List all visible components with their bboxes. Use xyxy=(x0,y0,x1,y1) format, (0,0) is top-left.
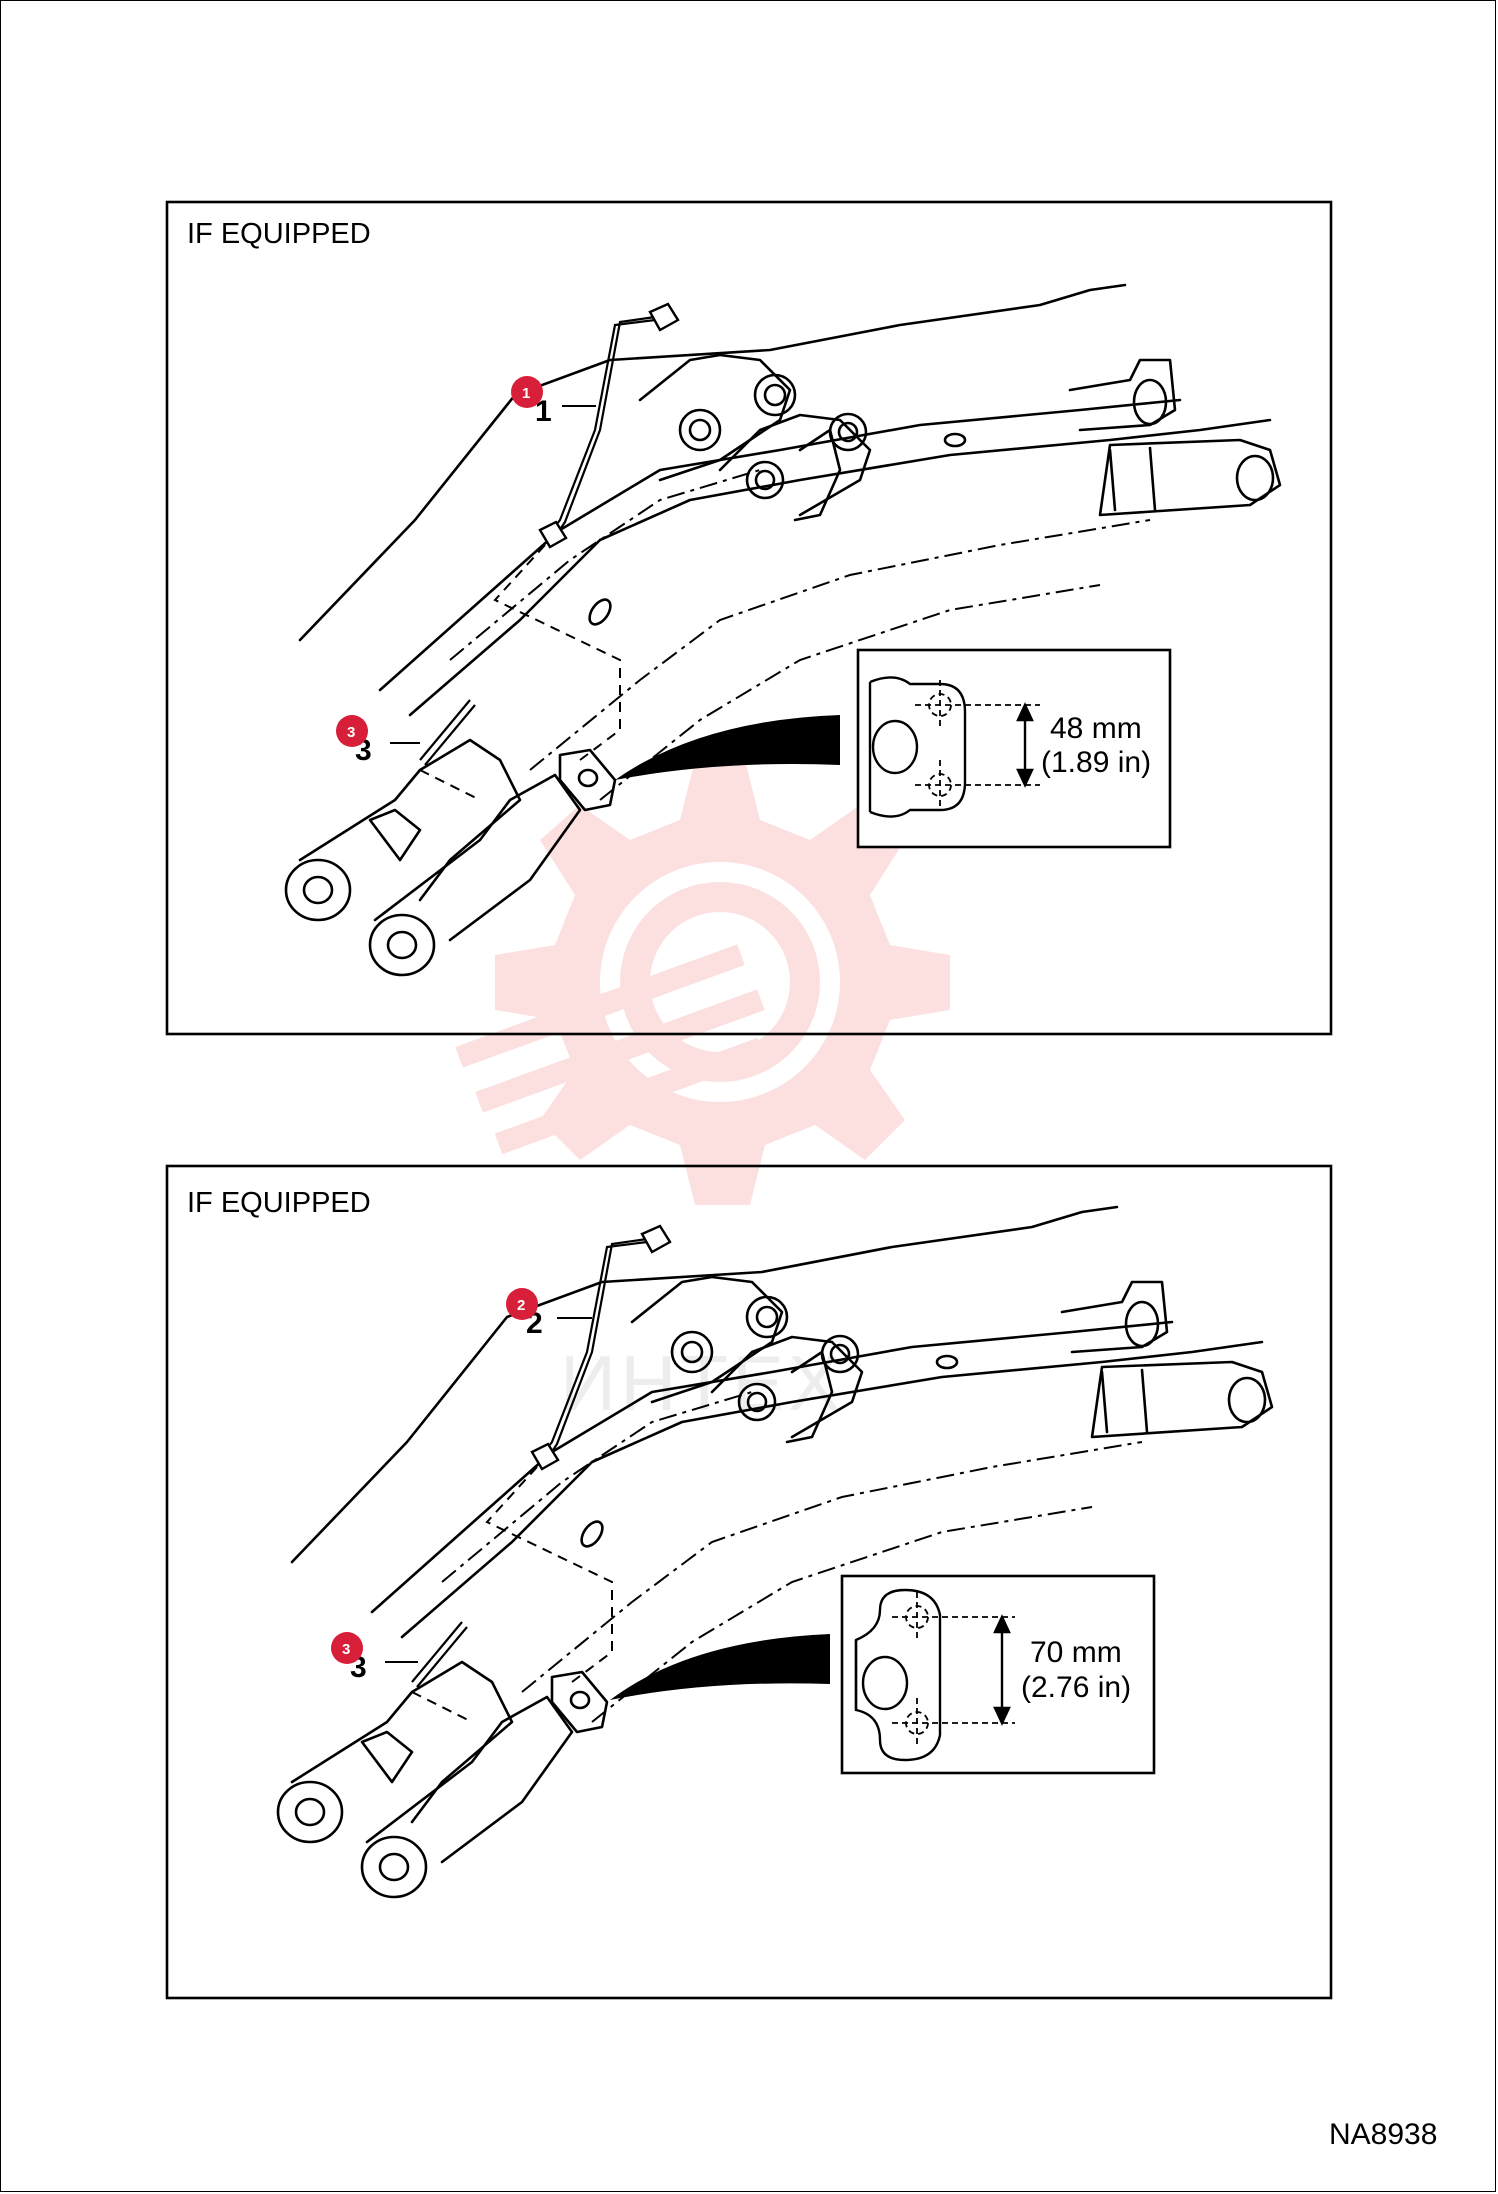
dimension-mm: 48 mm xyxy=(1050,712,1142,745)
panel-1-frame xyxy=(165,200,1333,1036)
panel-2-label: IF EQUIPPED xyxy=(187,1187,371,1219)
panel-2: IF EQUIPPED 2 2 3 3 xyxy=(165,1164,1333,2000)
callout-number: 1 xyxy=(522,385,530,402)
mounting-plate-icon xyxy=(854,1588,942,1762)
dimension-in: (2.76 in) xyxy=(1021,1671,1131,1704)
part-label-1: 1 xyxy=(535,395,552,428)
dimension-in: (1.89 in) xyxy=(1041,746,1151,779)
panel-2-frame xyxy=(165,1164,1333,2000)
detail-leader-wedge xyxy=(615,715,840,780)
panel-1-label: IF EQUIPPED xyxy=(187,218,371,250)
callout-number: 3 xyxy=(347,724,355,741)
callout-1: 1 1 xyxy=(511,376,596,428)
panel-1: IF EQUIPPED 1 1 3 3 xyxy=(165,200,1333,1036)
callout-3: 3 3 xyxy=(331,1632,418,1684)
callout-badge xyxy=(506,1288,538,1320)
dimension-mm: 70 mm xyxy=(1030,1636,1122,1669)
callout-badge xyxy=(336,715,368,747)
watermark-gear-logo xyxy=(455,760,950,1205)
detail-leader-wedge xyxy=(610,1634,830,1700)
callout-badge xyxy=(511,376,543,408)
callout-3: 3 3 xyxy=(336,715,420,767)
figure-id: NA8938 xyxy=(1329,2118,1437,2151)
detail-box-2: 70 mm (2.76 in) xyxy=(840,1574,1156,1775)
callout-badge xyxy=(331,1632,363,1664)
callout-number: 2 xyxy=(517,1297,525,1314)
callout-number: 3 xyxy=(342,1641,350,1658)
loader-arm-drawing xyxy=(276,1205,1274,1899)
detail-box-1: 48 mm (1.89 in) xyxy=(856,648,1172,849)
callout-2: 2 2 xyxy=(506,1288,592,1340)
